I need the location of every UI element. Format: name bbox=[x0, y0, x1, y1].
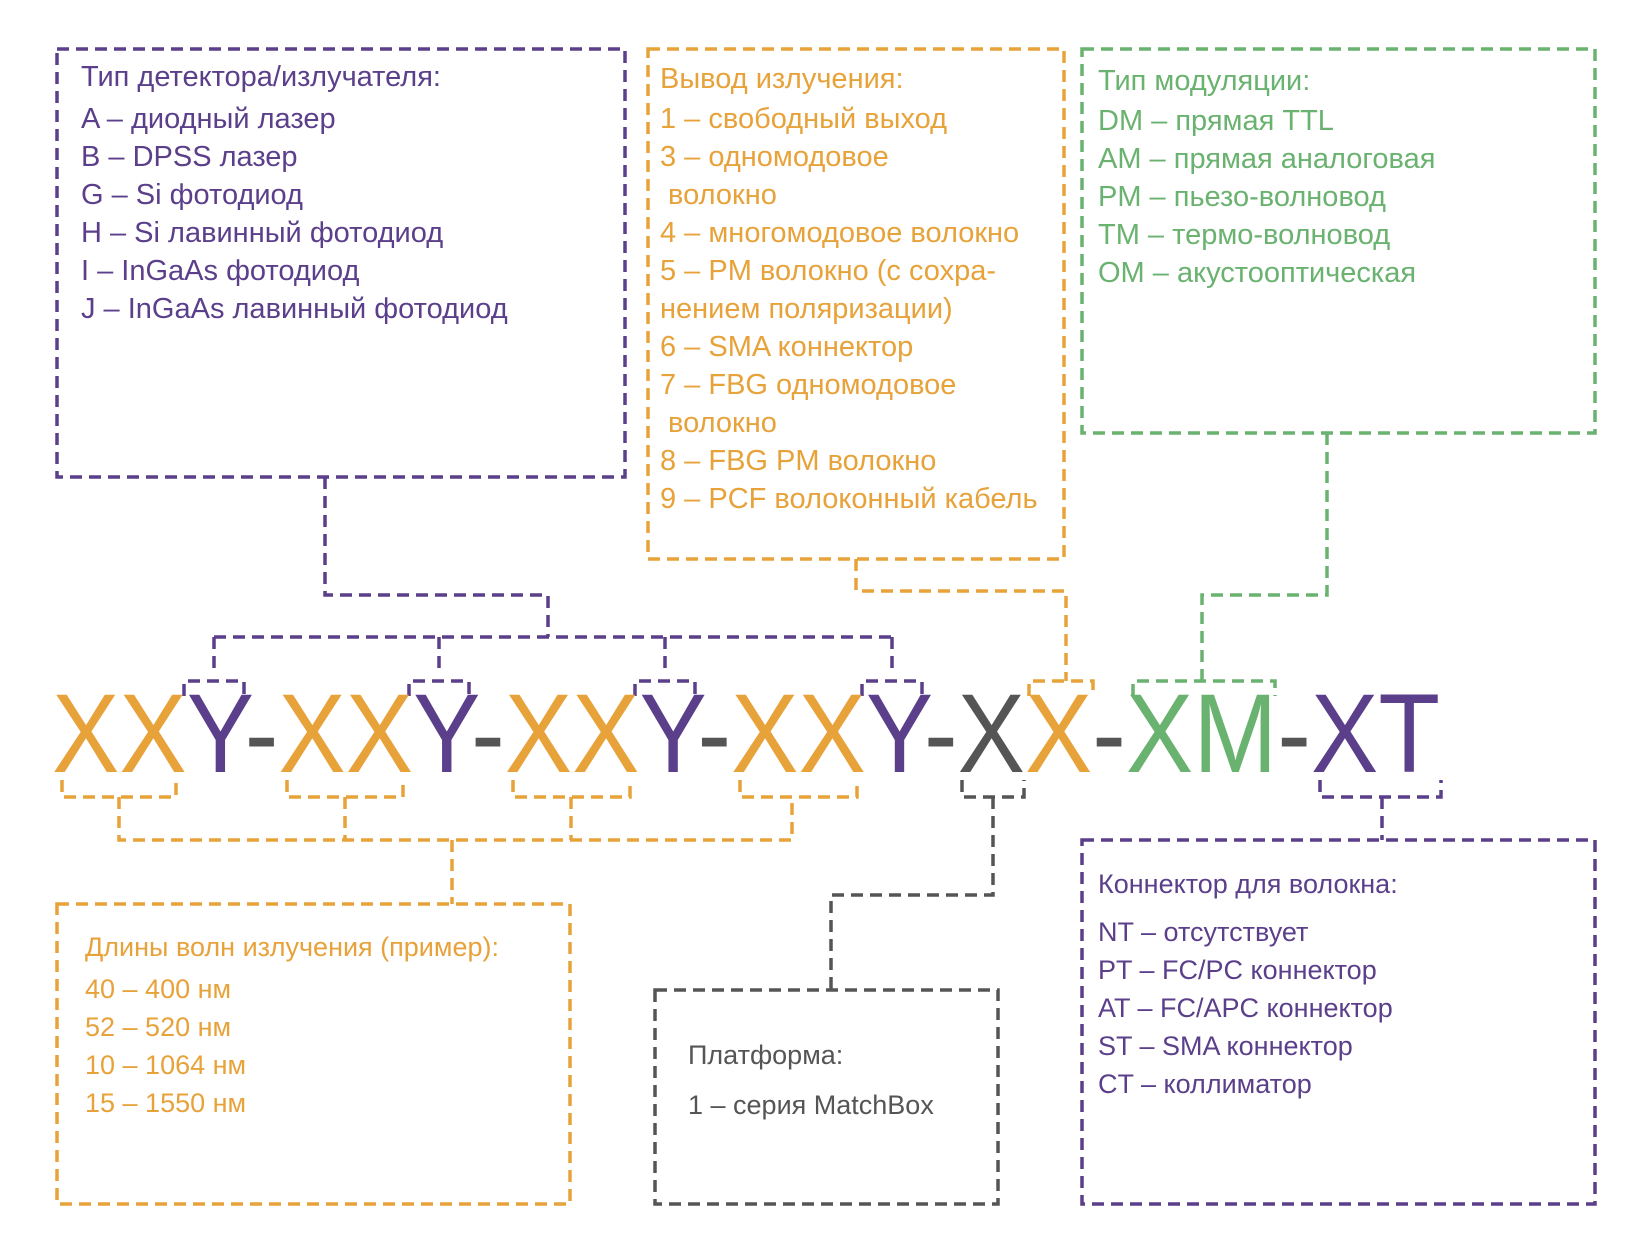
detector-item: A – диодный лазер bbox=[81, 103, 336, 135]
platform-connector-lines bbox=[829, 780, 1026, 990]
output-item: 8 – FBG PM волокно bbox=[660, 445, 937, 477]
output-item: 5 – PM волокно (с сохра- bbox=[660, 255, 997, 287]
connector-item: PT – FC/PC коннектор bbox=[1098, 955, 1377, 985]
connector-list: NT – отсутствует PT – FC/PC коннектор AT –… bbox=[1098, 913, 1398, 1103]
output-item: 6 – SMA коннектор bbox=[660, 331, 914, 363]
connector-item: AT – FC/APC коннектор bbox=[1098, 993, 1393, 1023]
detector-item: I – InGaAs фотодиод bbox=[81, 255, 360, 287]
code-segment: - bbox=[698, 671, 732, 796]
modulation-title: Тип модуляции: bbox=[1098, 65, 1311, 97]
modulation-item: AM – прямая аналоговая bbox=[1098, 143, 1436, 175]
output-title: Вывод излучения: bbox=[660, 63, 904, 95]
code-segment: XX bbox=[278, 671, 413, 796]
detector-list: A – диодный лазер B – DPSS лазер G – Si фо… bbox=[81, 100, 508, 328]
platform-title: Платформа: bbox=[688, 1040, 844, 1070]
detector-item: J – InGaAs лавинный фотодиод bbox=[81, 293, 508, 325]
code-segment: X bbox=[1025, 671, 1092, 796]
detector-item: H – Si лавинный фотодиод bbox=[81, 217, 444, 249]
detector-item: B – DPSS лазер bbox=[81, 141, 298, 173]
output-item: волокно bbox=[660, 407, 777, 439]
code-segment: Y bbox=[413, 671, 479, 796]
modulation-item: DM – прямая TTL bbox=[1098, 105, 1334, 137]
modulation-list: DM – прямая TTL AM – прямая аналоговая PM … bbox=[1098, 102, 1435, 292]
code-segment: XT bbox=[1311, 671, 1440, 796]
output-item: волокно bbox=[660, 179, 777, 211]
modulation-item: TM – термо-волновод bbox=[1098, 219, 1391, 251]
modulation-type-box: Тип модуляции: DM – прямая TTL AM – пряма… bbox=[1098, 62, 1435, 292]
connector-title: Коннектор для волокна: bbox=[1098, 869, 1398, 899]
code-segment: Y bbox=[187, 671, 253, 796]
code-segment: - bbox=[924, 671, 958, 796]
code-segment: XX bbox=[505, 671, 640, 796]
wavelengths-item: 10 – 1064 нм bbox=[85, 1050, 247, 1080]
platform-list: 1 – серия MatchBox bbox=[688, 1080, 934, 1130]
output-list: 1 – свободный выход 3 – одномодовое волок… bbox=[660, 100, 1038, 518]
code-segment: Y bbox=[639, 671, 705, 796]
code-segment: XM bbox=[1126, 671, 1277, 796]
wavelengths-box: Длины волн излучения (пример): 40 – 400 … bbox=[85, 928, 499, 1122]
platform-item: 1 – серия MatchBox bbox=[688, 1090, 934, 1120]
code-segment: - bbox=[471, 671, 505, 796]
output-item: 7 – FBG одномодовое bbox=[660, 369, 957, 401]
output-item: 3 – одномодовое bbox=[660, 141, 889, 173]
output-item: 1 – свободный выход bbox=[660, 103, 948, 135]
code-segment: XX bbox=[731, 671, 866, 796]
connector-box-frame bbox=[1080, 838, 1597, 1206]
modulation-connector-lines bbox=[1131, 433, 1329, 696]
code-segment: Y bbox=[866, 671, 932, 796]
wavelengths-item: 52 – 520 нм bbox=[85, 1012, 232, 1042]
code-segment: - bbox=[1092, 671, 1126, 796]
output-connector-lines bbox=[854, 559, 1095, 696]
code-segment: X bbox=[958, 671, 1025, 796]
connector-item: NT – отсутствует bbox=[1098, 917, 1309, 947]
output-type-box: Вывод излучения: 1 – свободный выход 3 – … bbox=[660, 60, 1038, 518]
fiber-connector-lines bbox=[1318, 780, 1443, 840]
detector-box-frame bbox=[55, 47, 627, 479]
wavelengths-list: 40 – 400 нм 52 – 520 нм 10 – 1064 нм 15 – 1… bbox=[85, 970, 499, 1122]
wavelengths-item: 15 – 1550 нм bbox=[85, 1088, 247, 1118]
platform-box-frame bbox=[653, 988, 1000, 1206]
wavelengths-box-frame bbox=[55, 902, 572, 1206]
wavelengths-title: Длины волн излучения (пример): bbox=[85, 932, 499, 962]
detector-title: Тип детектора/излучателя: bbox=[81, 61, 441, 93]
modulation-item: OM – акустооптическая bbox=[1098, 257, 1417, 289]
output-item: 9 – PCF волоконный кабель bbox=[660, 483, 1038, 515]
code-segment: - bbox=[1277, 671, 1311, 796]
output-box-frame bbox=[646, 47, 1066, 561]
detector-connector-lines bbox=[182, 477, 924, 696]
connector-item: ST – SMA коннектор bbox=[1098, 1031, 1353, 1061]
code-segment: XX bbox=[52, 671, 187, 796]
modulation-box-frame bbox=[1080, 47, 1597, 435]
output-item: 4 – многомодовое волокно bbox=[660, 217, 1020, 249]
modulation-item: PM – пьезо-волновод bbox=[1098, 181, 1386, 213]
product-code: XXY-XXY-XXY-XXY-XX-XM-XT bbox=[52, 671, 1440, 796]
detector-type-box: Тип детектора/излучателя: A – диодный ла… bbox=[81, 58, 508, 328]
platform-box: Платформа: 1 – серия MatchBox bbox=[688, 1030, 934, 1130]
detector-item: G – Si фотодиод bbox=[81, 179, 303, 211]
output-item: нением поляризации) bbox=[660, 293, 953, 325]
code-segment: - bbox=[245, 671, 279, 796]
wavelengths-item: 40 – 400 нм bbox=[85, 974, 232, 1004]
wavelengths-connector-lines bbox=[60, 780, 859, 904]
connector-item: CT – коллиматор bbox=[1098, 1069, 1312, 1099]
